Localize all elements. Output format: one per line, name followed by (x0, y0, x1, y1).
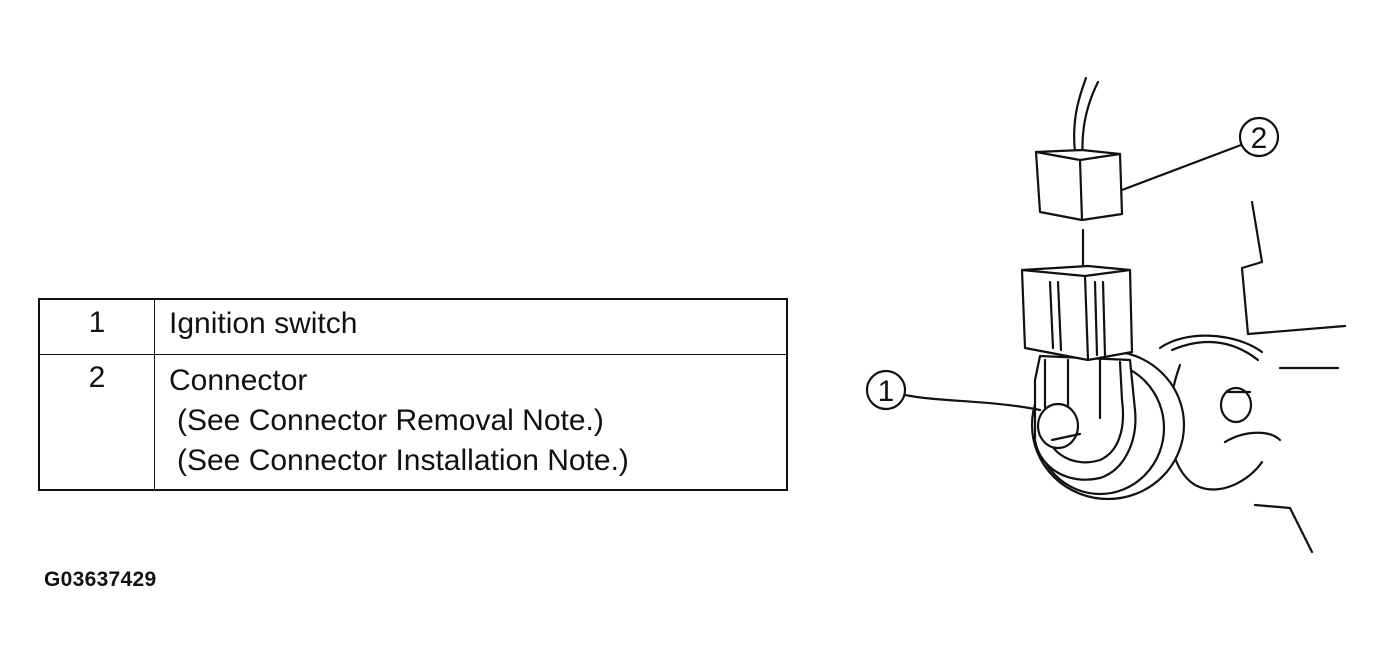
figure-id: G03637429 (44, 568, 157, 591)
legend-description: Ignition switch (154, 298, 788, 355)
callout-2-label: 2 (1251, 122, 1268, 155)
legend-description: Connector (See Connector Removal Note.) … (154, 354, 788, 491)
legend-part-name: Ignition switch (169, 307, 358, 340)
callout-1: 1 (865, 369, 1042, 412)
column-bracket-lines (1240, 200, 1347, 554)
wire-connector (1034, 76, 1124, 222)
legend-row: 2 Connector (See Connector Removal Note.… (38, 354, 788, 491)
legend-number: 2 (38, 354, 155, 491)
parts-legend-table: 1 Ignition switch 2 Connector (See Conne… (38, 298, 788, 491)
removal-note: (See Connector Removal Note.) (177, 404, 604, 437)
installation-note: (See Connector Installation Note.) (177, 444, 629, 477)
switch-connector-half (1020, 264, 1134, 362)
legend-row: 1 Ignition switch (38, 298, 788, 355)
callout-2: 2 (1120, 116, 1280, 192)
callout-1-label: 1 (878, 375, 895, 408)
legend-part-name: Connector (169, 364, 308, 397)
ignition-switch (1030, 349, 1186, 501)
